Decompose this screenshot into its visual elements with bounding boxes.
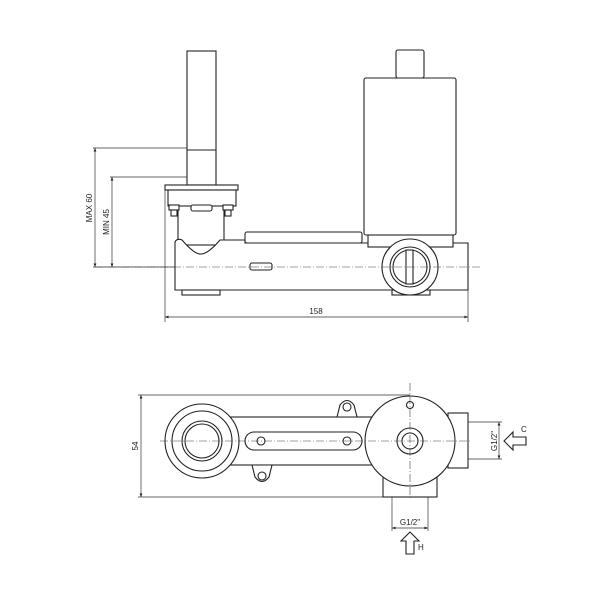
flange-body [167,189,237,207]
foot-left [181,289,221,296]
flange-plate [164,184,239,191]
cartridge-housing [363,77,457,236]
front-view: MAX 60 MIN 45 158 [85,49,480,322]
slot-plate [244,231,363,244]
top-view: 54 G1/2" G1/2" C H [131,383,527,555]
dim-width-label: 54 [131,441,140,450]
cartridge-cap [395,49,425,79]
diverter-neck [177,204,225,246]
dim-port-bottom-label: G1/2" [400,518,420,527]
arrow-hot-icon [399,531,421,555]
dim-min-label: MIN 45 [102,209,111,235]
diverter-stem [186,50,217,186]
inlet-hot-label: H [418,543,424,552]
dim-port-right-label: G1/2" [490,431,499,451]
inlet-cold-label: C [521,425,527,434]
arrow-cold-icon [503,430,527,452]
dim-length-label: 158 [309,307,323,316]
mount-lug-top [336,399,358,418]
mount-lug-bottom [251,464,273,483]
dim-max-label: MAX 60 [85,193,94,222]
